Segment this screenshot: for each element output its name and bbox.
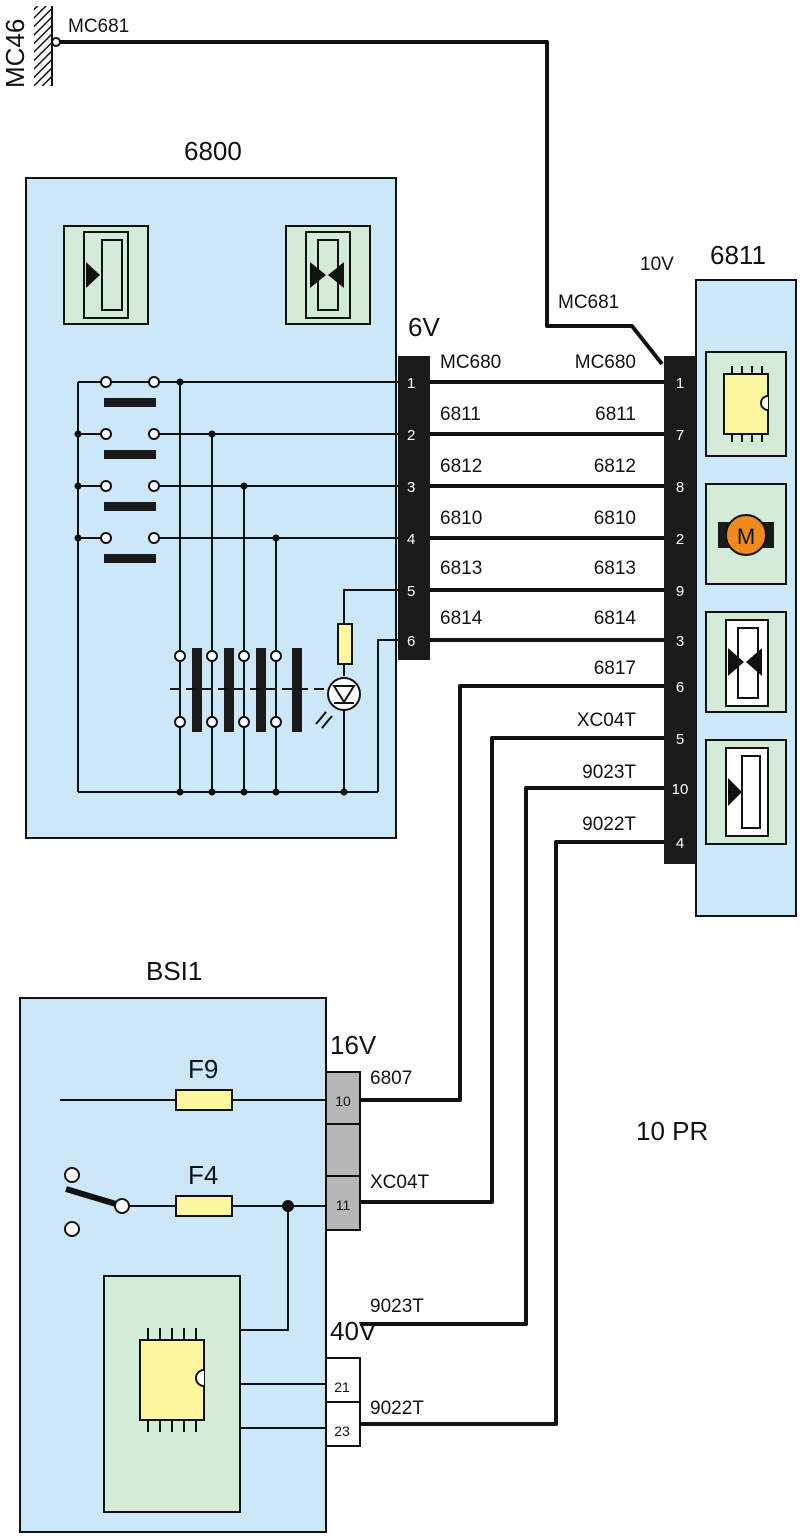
wire-label-right-3: 6812 bbox=[594, 456, 636, 477]
fuse-f4-label: F4 bbox=[188, 1160, 218, 1190]
wire-label-left-2: 6811 bbox=[440, 404, 481, 425]
wire-label-mc681-entry: MC681 bbox=[558, 292, 619, 313]
wire-harness: MC680 6811 6812 6810 6813 6814 MC680 681… bbox=[360, 352, 664, 1426]
wire-label-left-6: 6814 bbox=[440, 608, 483, 629]
wire-label-xc04t-bsi: XC04T bbox=[370, 1172, 430, 1193]
switch-array bbox=[74, 376, 400, 796]
contact-bank bbox=[170, 648, 330, 732]
motor-icon bbox=[725, 514, 767, 556]
wire-label-right-8: XC04T bbox=[577, 710, 637, 731]
unit-6800-label: 6800 bbox=[184, 136, 242, 166]
double-arrow-right-icon bbox=[328, 262, 344, 288]
pin-6v-4: 4 bbox=[407, 531, 415, 548]
wire-label-right-9: 9023T bbox=[582, 762, 636, 783]
wire-label-right-7: 6817 bbox=[594, 658, 636, 679]
switch-contact-top bbox=[64, 1167, 80, 1183]
unit-6800: 6800 bbox=[25, 136, 440, 839]
fuse-f4 bbox=[175, 1195, 233, 1217]
arrow-right-icon-6811 bbox=[728, 778, 742, 806]
pin-10v-9: 9 bbox=[676, 583, 684, 600]
pin-10v-5: 5 bbox=[676, 731, 684, 748]
wire-label-right-2: 6811 bbox=[595, 404, 636, 425]
pin-16v-11: 11 bbox=[336, 1197, 351, 1213]
pin-6v-5: 5 bbox=[407, 583, 415, 600]
connector-6v-label: 6V bbox=[408, 312, 440, 342]
wire-label-mc681-top: MC681 bbox=[68, 16, 129, 37]
wire-label-left-5: 6813 bbox=[440, 558, 482, 579]
pin-6v-3: 3 bbox=[407, 479, 415, 496]
ground-label: MC46 bbox=[0, 19, 30, 88]
connector-40v-label: 40V bbox=[330, 1316, 377, 1346]
double-arrow-left-icon-6811 bbox=[728, 648, 744, 676]
ground-terminal bbox=[51, 37, 61, 47]
wire-xc04t bbox=[360, 736, 664, 1204]
wire-9023t bbox=[360, 786, 664, 1326]
unit-bsi1: BSI1 F9 F4 16V 10 11 6807 XC0 bbox=[19, 956, 430, 1533]
bsi1-chip-icon bbox=[139, 1339, 205, 1421]
pin-10v-10: 10 bbox=[672, 781, 689, 798]
wire-label-left-1: MC680 bbox=[440, 352, 501, 373]
wire-label-right-5: 6813 bbox=[594, 558, 636, 579]
connector-16v bbox=[325, 1071, 361, 1231]
pin-10v-3: 3 bbox=[676, 633, 684, 650]
wire-label-6807: 6807 bbox=[370, 1068, 412, 1089]
fuse-f9-label: F9 bbox=[188, 1054, 218, 1084]
double-arrow-right-icon-6811 bbox=[746, 648, 762, 676]
pin-10v-4: 4 bbox=[676, 835, 684, 852]
wire-label-9023t-bsi: 9023T bbox=[370, 1296, 424, 1317]
unit-bsi1-label: BSI1 bbox=[146, 956, 202, 986]
switch-contact-bottom bbox=[64, 1221, 80, 1237]
arrow-right-icon bbox=[86, 262, 100, 288]
wire-label-9022t-bsi: 9022T bbox=[370, 1398, 424, 1419]
connector-6v bbox=[398, 356, 430, 660]
pin-6v-1: 1 bbox=[407, 375, 415, 392]
pin-10v-6: 6 bbox=[676, 679, 684, 696]
wire-label-left-4: 6810 bbox=[440, 508, 482, 529]
switch-lever bbox=[65, 1186, 117, 1207]
wire-mc681 bbox=[56, 40, 664, 366]
pin-10v-1: 1 bbox=[676, 375, 684, 392]
unit-6811-label: 6811 bbox=[710, 240, 766, 270]
wire-label-right-10: 9022T bbox=[582, 814, 636, 835]
note-10pr: 10 PR bbox=[636, 1116, 708, 1146]
pin-40v-21: 21 bbox=[334, 1379, 350, 1395]
connector-16v-label: 16V bbox=[330, 1030, 377, 1060]
ground-hatch bbox=[34, 6, 52, 86]
wire-label-left-3: 6812 bbox=[440, 456, 482, 477]
connector-10v-pins: 1 7 8 2 9 3 6 5 10 4 bbox=[672, 375, 689, 852]
pin-10v-2: 2 bbox=[676, 531, 684, 548]
wire-label-right-6: 6814 bbox=[594, 608, 637, 629]
wire-label-right-4: 6810 bbox=[594, 508, 636, 529]
motor-label: M bbox=[737, 524, 755, 549]
connector-6v-pins: 1 2 3 4 5 6 bbox=[407, 375, 415, 650]
ground-mc46: MC46 bbox=[0, 6, 53, 88]
fuse-f9 bbox=[175, 1089, 233, 1111]
double-arrow-left-icon bbox=[310, 262, 326, 288]
pin-16v-10: 10 bbox=[335, 1093, 351, 1109]
pin-6v-2: 2 bbox=[407, 427, 415, 444]
pin-10v-7: 7 bbox=[676, 427, 684, 444]
connector-10v-label: 10V bbox=[640, 254, 674, 275]
connector-10v bbox=[664, 356, 696, 864]
wire-label-right-1: MC680 bbox=[575, 352, 636, 373]
pin-6v-6: 6 bbox=[407, 633, 415, 650]
unit-6811: 6811 10V 1 7 8 2 9 3 6 5 10 4 M bbox=[640, 240, 797, 917]
pin-40v-23: 23 bbox=[334, 1423, 350, 1439]
pin-10v-8: 8 bbox=[676, 479, 684, 496]
wire-9022t bbox=[360, 840, 664, 1426]
wire-6817 bbox=[360, 684, 664, 1102]
indicator-box-left bbox=[63, 225, 149, 325]
resistor bbox=[337, 623, 353, 665]
